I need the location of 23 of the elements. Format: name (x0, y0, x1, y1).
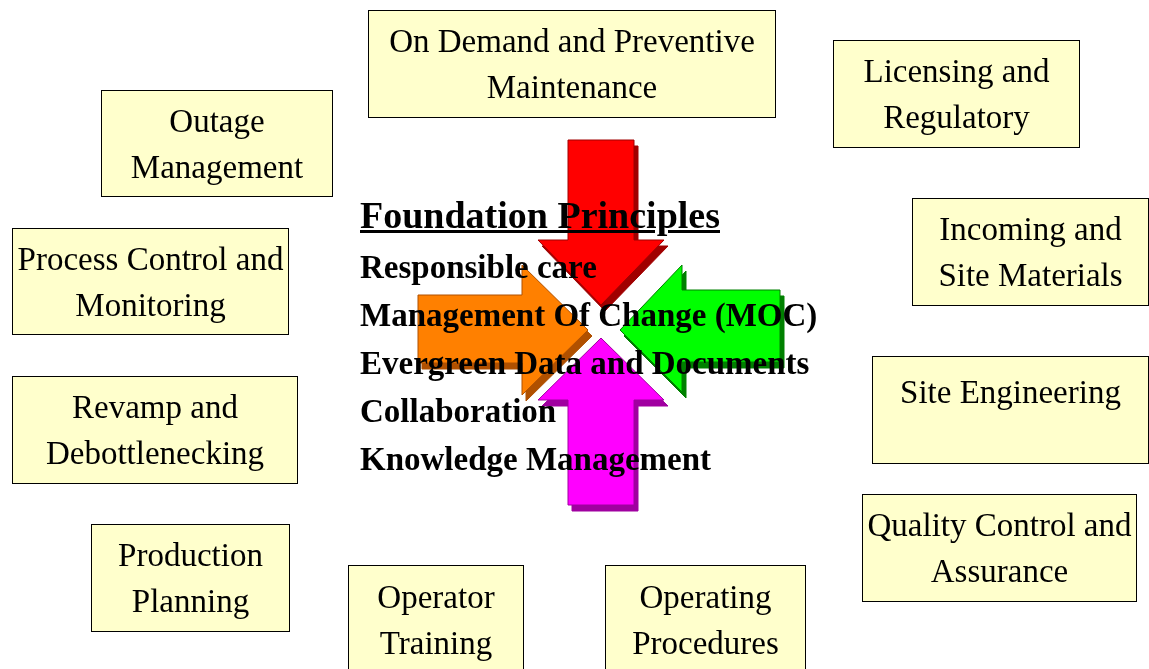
topic-label: Operator Training (376, 578, 496, 663)
topic-box (101, 90, 333, 197)
topic-label: Production Planning (117, 536, 264, 621)
topic-box (872, 356, 1149, 464)
topic-label: Quality Control and Assurance (866, 506, 1133, 591)
principle-text: Collaboration (360, 392, 557, 431)
topic-label: Licensing and Regulatory (862, 52, 1051, 137)
topic-label: Outage Management (129, 101, 305, 187)
topic-label: On Demand and Preventive Maintenance (388, 22, 756, 107)
topic-label: Revamp and Debottlenecking (44, 388, 266, 473)
topic-label: Process Control and Monitoring (16, 239, 285, 325)
topic-box (348, 565, 524, 669)
topic-box (368, 10, 776, 118)
topic-label: Site Engineering (900, 373, 1121, 412)
topic-box (91, 524, 290, 632)
topic-label: Operating Procedures (631, 578, 780, 663)
topic-box (862, 494, 1137, 602)
topic-box (833, 40, 1080, 148)
topic-box (12, 376, 298, 484)
topic-box (912, 198, 1149, 306)
topic-box (605, 565, 806, 669)
topic-label: Incoming and Site Materials (937, 210, 1124, 295)
topic-box (12, 228, 289, 335)
